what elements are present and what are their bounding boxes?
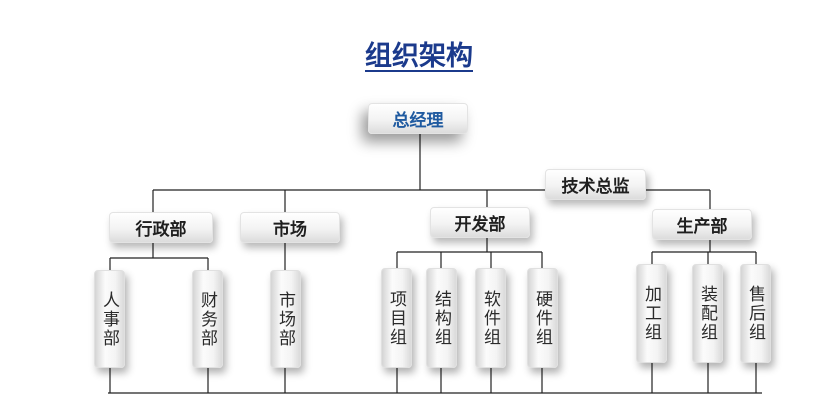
node-machining-group: 加工组 <box>636 264 667 363</box>
node-after-sales-group-label: 售后组 <box>745 285 765 342</box>
node-hardware-group-label: 硬件组 <box>532 289 552 347</box>
node-dev-dept-label: 开发部 <box>454 215 506 235</box>
node-production-dept-label: 生产部 <box>676 217 728 237</box>
node-technical-director-label: 技术总监 <box>561 177 630 197</box>
node-project-group: 项目组 <box>381 268 412 368</box>
node-admin-dept: 行政部 <box>109 212 213 243</box>
node-structure-group: 结构组 <box>426 268 457 368</box>
node-software-group: 软件组 <box>475 268 506 368</box>
node-hr: 人事部 <box>94 270 125 368</box>
node-general-manager-label: 总经理 <box>392 111 444 131</box>
node-production-dept: 生产部 <box>652 209 752 240</box>
node-market: 市场 <box>240 212 340 243</box>
node-project-group-label: 项目组 <box>386 289 406 347</box>
node-market-label: 市场 <box>273 220 307 240</box>
node-dev-dept: 开发部 <box>430 207 530 238</box>
node-admin-dept-label: 行政部 <box>135 220 187 240</box>
chart-title: 组织架构 <box>365 41 473 72</box>
node-hardware-group: 硬件组 <box>527 268 558 368</box>
node-assembly-group: 装配组 <box>692 264 723 363</box>
node-structure-group-label: 结构组 <box>431 289 451 347</box>
node-finance-label: 财务部 <box>197 290 217 348</box>
node-assembly-group-label: 装配组 <box>697 285 717 342</box>
node-after-sales-group: 售后组 <box>740 264 771 363</box>
node-machining-group-label: 加工组 <box>641 285 661 342</box>
node-general-manager: 总经理 <box>368 103 468 134</box>
node-market-dept-label: 市场部 <box>275 290 295 348</box>
node-finance: 财务部 <box>192 270 223 368</box>
node-market-dept: 市场部 <box>270 270 301 368</box>
node-technical-director: 技术总监 <box>545 169 646 200</box>
node-hr-label: 人事部 <box>99 290 119 348</box>
node-software-group-label: 软件组 <box>480 289 500 347</box>
